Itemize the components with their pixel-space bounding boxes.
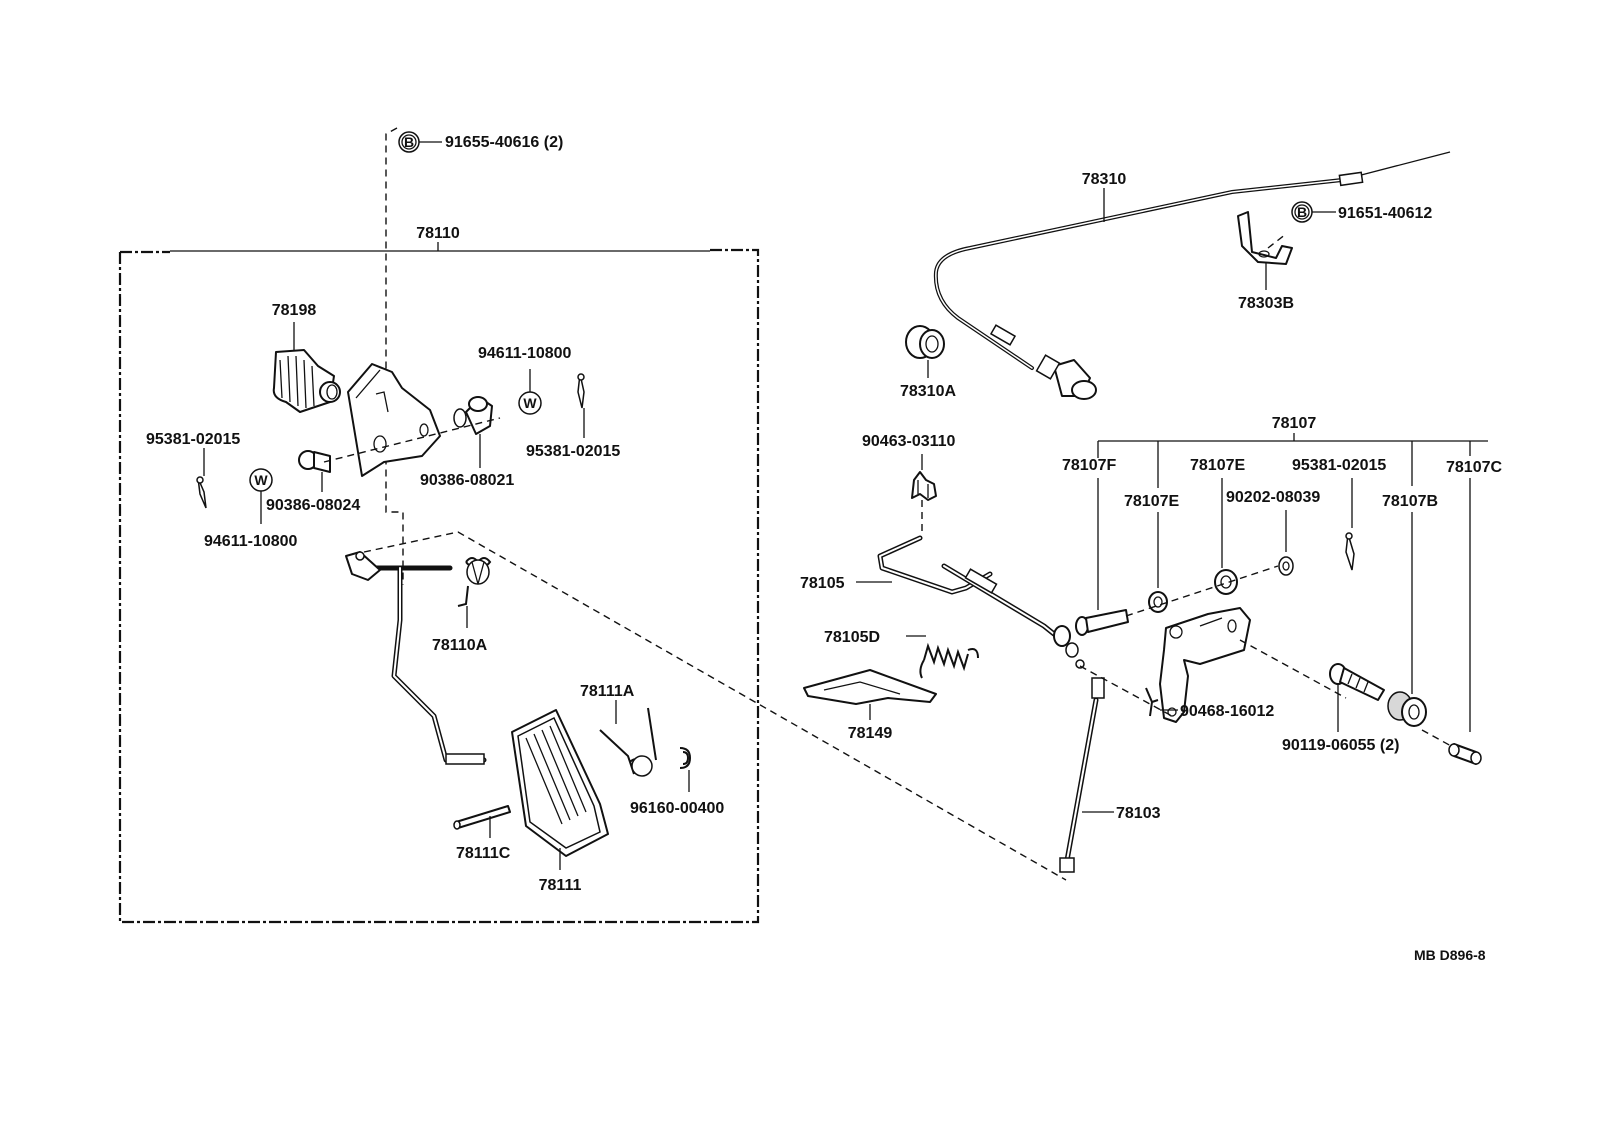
label-91651-40612: 91651-40612 [1338,205,1432,222]
pedal-lever [345,551,487,765]
label-94611-top: 94611-10800 [478,345,572,362]
shaft-line [323,417,501,463]
label-78107B: 78107B [1382,493,1438,510]
label-90463-03110: 90463-03110 [862,433,956,450]
label-78107E-b: 78107E [1124,493,1179,510]
label-78310: 78310 [1082,171,1127,188]
clip-96160-00400 [679,747,692,769]
label-91655-40616: 91655-40616 (2) [445,134,563,151]
bushing-78107E-a [1148,591,1168,613]
cotter-pin-left [196,476,207,509]
shaft-line-bushing [1239,639,1463,753]
label-78303B: 78303B [1238,295,1294,312]
bushing-78107B [1387,691,1427,727]
spring-78110A [457,557,492,607]
label-78149: 78149 [848,725,893,742]
label-95381-mid: 95381-02015 [526,443,620,460]
label-78198: 78198 [272,302,317,319]
label-96160-00400: 96160-00400 [630,800,724,817]
bushing-90386-08021 [453,396,493,435]
label-90119-06055: 90119-06055 (2) [1282,737,1399,754]
label-78310A: 78310A [900,383,956,400]
bracket-78149 [803,669,937,705]
label-78105D: 78105D [824,629,880,646]
bracket-78303B [1237,211,1293,265]
pin-78111C [453,805,511,830]
lever-plate-78107 [1159,607,1251,723]
shaft-line-78107 [1125,565,1279,617]
shaft-line-lower [1079,665,1173,717]
label-90468-16012: 90468-16012 [1180,703,1274,720]
assembly-box-78110 [118,242,760,924]
label-78107E-a: 78107E [1190,457,1245,474]
rod-78103 [1059,677,1105,873]
cotter-pin-mid [577,373,585,409]
lever-78105 [877,535,1085,669]
label-78111C: 78111C [456,845,511,862]
svg-text:W: W [523,395,537,411]
label-78105: 78105 [800,575,845,592]
bolt-alignment-line [385,127,404,585]
cotter-pin-right [1345,532,1355,571]
label-78107C: 78107C [1446,459,1502,476]
bolt-90119-06055 [1329,663,1385,701]
boot-78198 [272,349,341,413]
link-line-pedal-to-rod [363,531,1067,881]
svg-text:B: B [1297,204,1307,220]
diagram-code: MB D896-8 [1414,947,1486,963]
svg-text:B: B [404,134,414,150]
label-78103: 78103 [1116,805,1161,822]
label-78107F: 78107F [1062,457,1116,474]
spring-78111A [599,707,657,777]
group-78107-bracket [1098,433,1488,442]
cable-78310 [933,151,1451,400]
spring-78105D [919,642,979,679]
label-90386-08024: 90386-08024 [266,497,360,514]
bushing-78107E-b [1214,569,1238,595]
bolt-marker-top: B [398,131,442,153]
washer-90202-08039 [1278,556,1294,576]
bolt-78107F [1075,609,1129,636]
bolt-marker-right: B [1291,201,1336,223]
label-78111: 78111 [539,877,582,894]
pedal-pad-78111 [511,709,609,857]
svg-text:W: W [254,472,268,488]
washer-bottom: W [249,468,273,492]
label-90202-08039: 90202-08039 [1226,489,1320,506]
label-78111A: 78111A [580,683,635,700]
washer-top: W [518,391,542,415]
bushing-90386-08024 [298,450,331,473]
label-94611-bottom: 94611-10800 [204,533,298,550]
pin-78107C [1448,743,1482,765]
pedal-bracket [347,363,441,477]
label-78107: 78107 [1272,415,1317,432]
label-78110: 78110 [416,225,460,242]
cotter-pin-90468-16012 [1145,687,1159,717]
label-95381-left: 95381-02015 [146,431,240,448]
clip-90463-03110 [911,471,937,501]
label-90386-08021: 90386-08021 [420,472,514,489]
label-78110A: 78110A [432,637,488,654]
grommet-78310A [905,325,945,359]
label-95381-right: 95381-02015 [1292,457,1386,474]
